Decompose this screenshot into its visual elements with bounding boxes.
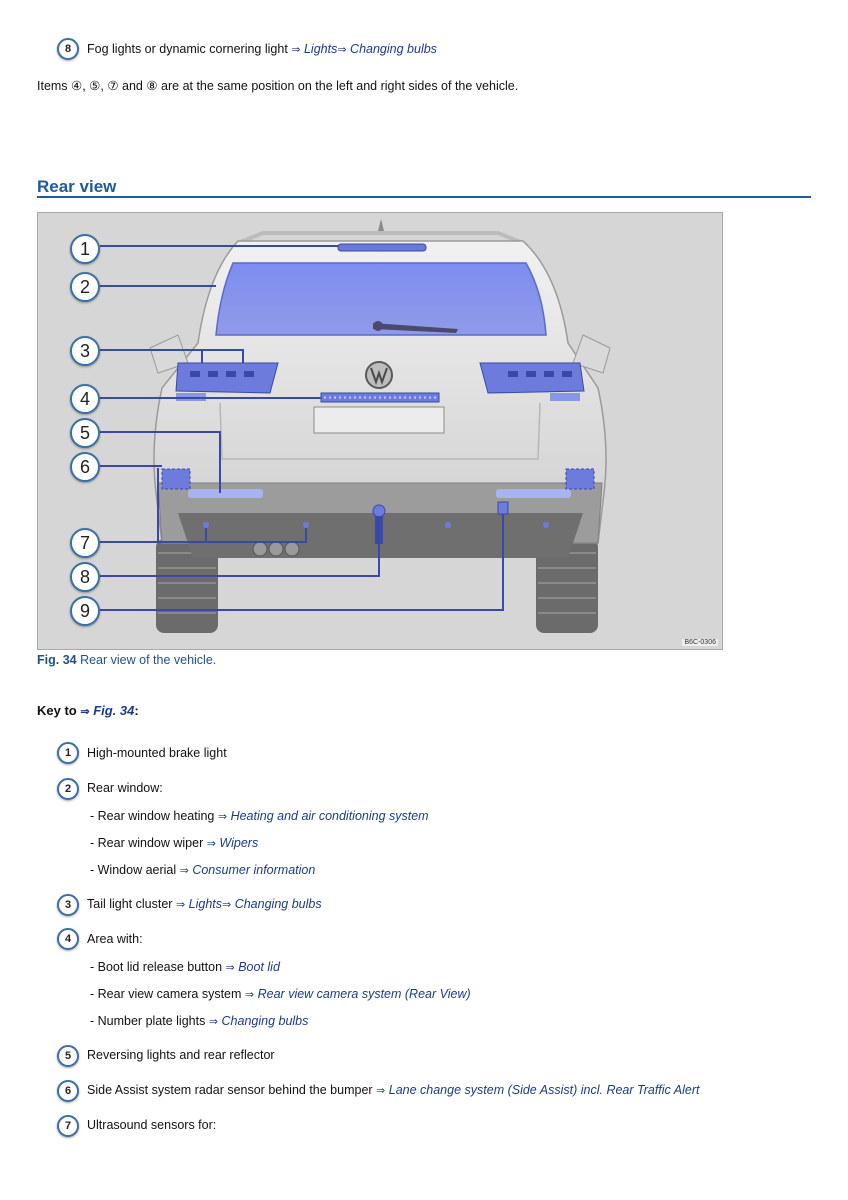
key-item-6: Side Assist system radar sensor behind t…	[87, 1082, 700, 1099]
key-item-3-text: Tail light cluster	[87, 897, 173, 911]
link-lights[interactable]: Lights	[188, 897, 222, 911]
callout-7: 7	[70, 528, 100, 558]
sub-item-text: - Window aerial	[90, 863, 177, 877]
key-header-prefix: Key to	[37, 703, 77, 718]
callout-1: 1	[70, 234, 100, 264]
caption-label: Fig. 34	[37, 653, 77, 667]
key-num-4: 4	[57, 928, 79, 950]
sub-item-rear-window-heating: - Rear window heating ⇒ Heating and air …	[90, 808, 429, 825]
arrow-icon: ⇒	[217, 811, 228, 823]
callout-5: 5	[70, 418, 100, 448]
key-num-7: 7	[57, 1115, 79, 1137]
key-item-1: High-mounted brake light	[87, 746, 227, 760]
sub-item-text: - Rear view camera system	[90, 987, 242, 1001]
rear-view-figure: 1 2 3 4 5 6 7 8 9 B6C-0306	[37, 212, 723, 650]
key-item-4: Area with:	[87, 932, 143, 946]
link-lane-change-system[interactable]: Lane change system (Side Assist) incl. R…	[388, 1083, 700, 1097]
arrow-icon: ⇒	[175, 899, 186, 911]
sub-item-window-aerial: - Window aerial ⇒ Consumer information	[90, 862, 315, 879]
section-rule	[37, 196, 811, 198]
arrow-icon: ⇒	[179, 865, 189, 877]
link-boot-lid[interactable]: Boot lid	[238, 960, 280, 974]
callout-8-badge: 8	[57, 38, 79, 60]
key-num-3: 3	[57, 894, 79, 916]
key-item-5: Reversing lights and rear reflector	[87, 1048, 275, 1062]
callout-4: 4	[70, 384, 100, 414]
arrow-icon: ⇒	[291, 44, 301, 56]
sub-item-text: - Number plate lights	[90, 1014, 206, 1028]
arrow-icon: ⇒	[206, 838, 216, 850]
sub-item-rear-window-wiper: - Rear window wiper ⇒ Wipers	[90, 835, 258, 852]
link-consumer-information[interactable]: Consumer information	[192, 863, 316, 877]
section-title: Rear view	[37, 177, 117, 196]
link-lights[interactable]: Lights	[303, 42, 338, 56]
arrow-icon: ⇒	[337, 44, 347, 56]
arrow-icon: ⇒	[80, 706, 90, 718]
sub-item-text: - Rear window wiper	[90, 836, 204, 850]
key-item-7: Ultrasound sensors for:	[87, 1118, 217, 1132]
key-num-5: 5	[57, 1045, 79, 1067]
callout-3: 3	[70, 336, 100, 366]
link-wipers[interactable]: Wipers	[219, 836, 259, 850]
arrow-icon: ⇒	[376, 1085, 386, 1097]
link-changing-bulbs[interactable]: Changing bulbs	[350, 42, 437, 56]
vehicle-rear-illustration	[100, 219, 611, 633]
callout-2: 2	[70, 272, 100, 302]
sub-item-rear-view-camera: - Rear view camera system ⇒ Rear view ca…	[90, 986, 471, 1003]
key-item-2: Rear window:	[87, 781, 163, 795]
link-rear-view-camera[interactable]: Rear view camera system (Rear View)	[257, 987, 471, 1001]
sub-item-text: - Boot lid release button	[90, 960, 223, 974]
callout-6: 6	[70, 452, 100, 482]
caption-text: Rear view of the vehicle.	[80, 653, 217, 667]
figure-code: B6C-0306	[682, 639, 718, 646]
sub-item-number-plate-lights: - Number plate lights ⇒ Changing bulbs	[90, 1013, 308, 1030]
sub-item-text: - Rear window heating	[90, 809, 215, 823]
arrow-icon: ⇒	[244, 989, 255, 1001]
link-fig-34[interactable]: Fig. 34	[93, 703, 135, 718]
item-8-text: Fog lights or dynamic cornering light	[87, 42, 288, 56]
key-item-6-text: Side Assist system radar sensor behind t…	[87, 1083, 373, 1097]
key-item-3: Tail light cluster ⇒ Lights⇒ Changing bu…	[87, 896, 322, 913]
figure-caption: Fig. 34 Rear view of the vehicle.	[37, 653, 216, 667]
arrow-icon: ⇒	[208, 1016, 219, 1028]
key-num-1: 1	[57, 742, 79, 764]
link-changing-bulbs[interactable]: Changing bulbs	[221, 1014, 309, 1028]
link-changing-bulbs[interactable]: Changing bulbs	[234, 897, 322, 911]
key-header: Key to ⇒ Fig. 34:	[37, 703, 139, 718]
item-8-line: Fog lights or dynamic cornering light ⇒ …	[87, 41, 437, 58]
arrow-icon: ⇒	[225, 962, 235, 974]
callout-8: 8	[70, 562, 100, 592]
key-num-6: 6	[57, 1080, 79, 1102]
arrow-icon: ⇒	[222, 899, 232, 911]
key-num-2: 2	[57, 778, 79, 800]
positions-note: Items ④, ⑤, ⑦ and ⑧ are at the same posi…	[37, 79, 519, 93]
link-heating-ac[interactable]: Heating and air conditioning system	[230, 809, 429, 823]
callout-9: 9	[70, 596, 100, 626]
key-header-suffix: :	[134, 703, 139, 718]
sub-item-boot-lid-release: - Boot lid release button ⇒ Boot lid	[90, 959, 280, 976]
